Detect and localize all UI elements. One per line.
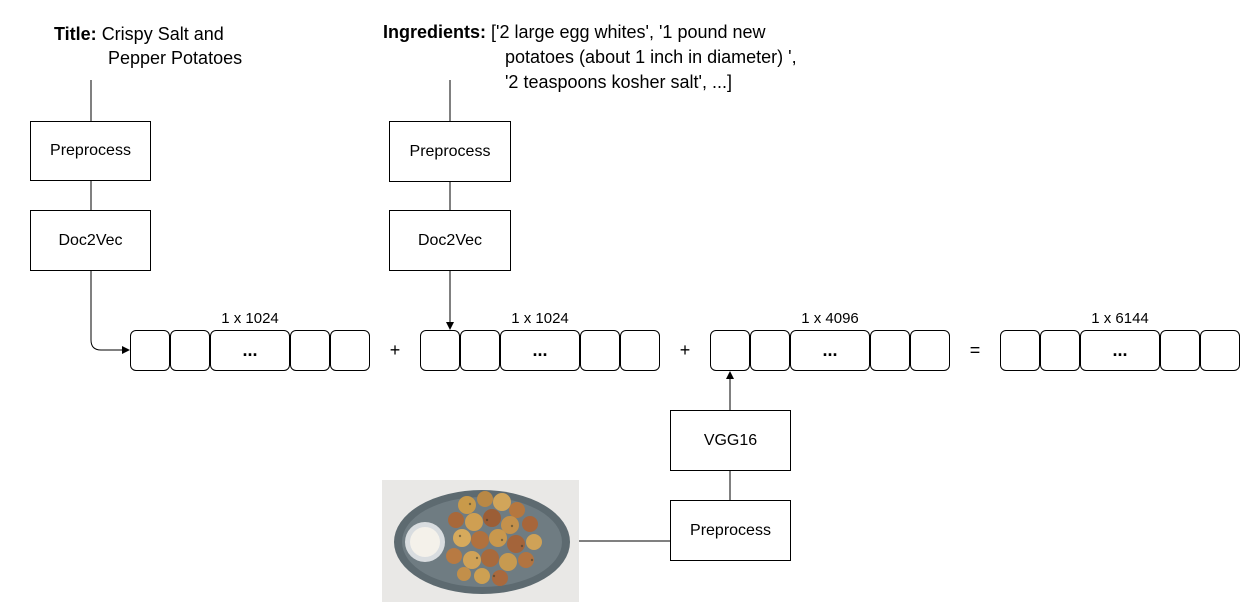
vector-cell bbox=[1160, 330, 1200, 371]
vector-3-dim: 1 x 4096 bbox=[801, 310, 859, 327]
ingredients-label: Ingredients: ['2 large egg whites', '1 p… bbox=[383, 20, 766, 44]
title-key: Title: bbox=[54, 24, 97, 44]
vector-cell bbox=[420, 330, 460, 371]
equals-operator: = bbox=[969, 340, 981, 360]
ingredients-doc2vec-box: Doc2Vec bbox=[389, 210, 511, 271]
title-text-line2: Pepper Potatoes bbox=[108, 48, 243, 68]
vector-2-dim: 1 x 1024 bbox=[511, 310, 569, 327]
vector-ellipsis: ... bbox=[500, 330, 580, 371]
ingredients-text-line1: ['2 large egg whites', '1 pound new bbox=[491, 22, 766, 42]
vector-ellipsis: ... bbox=[1080, 330, 1160, 371]
ingredients-preprocess-box: Preprocess bbox=[389, 121, 511, 182]
vector-ellipsis: ... bbox=[210, 330, 290, 371]
vector-4-dim: 1 x 6144 bbox=[1091, 310, 1149, 327]
title-doc2vec-box: Doc2Vec bbox=[30, 210, 151, 271]
plus-operator-2: + bbox=[679, 340, 691, 360]
ingredients-text-line2: potatoes (about 1 inch in diameter) ', bbox=[505, 47, 797, 67]
ingredients-text-line3: '2 teaspoons kosher salt', ...] bbox=[505, 72, 732, 92]
title-text-line1: Crispy Salt and bbox=[101, 24, 224, 44]
vector-cell bbox=[750, 330, 790, 371]
vector-cell bbox=[580, 330, 620, 371]
vector-1-dim: 1 x 1024 bbox=[221, 310, 279, 327]
ingredients-key: Ingredients: bbox=[383, 22, 487, 42]
potatoes-photo bbox=[382, 480, 579, 602]
combined-vector: ... bbox=[1000, 330, 1240, 371]
vector-cell bbox=[870, 330, 910, 371]
vector-cell bbox=[460, 330, 500, 371]
image-preprocess-box: Preprocess bbox=[670, 500, 791, 561]
vector-cell bbox=[1040, 330, 1080, 371]
vgg16-box: VGG16 bbox=[670, 410, 791, 471]
vector-cell bbox=[330, 330, 370, 371]
title-preprocess-box: Preprocess bbox=[30, 121, 151, 181]
vector-cell bbox=[1200, 330, 1240, 371]
title-vector: ... bbox=[130, 330, 370, 371]
vector-cell bbox=[290, 330, 330, 371]
image-vector: ... bbox=[710, 330, 950, 371]
plus-operator-1: + bbox=[389, 340, 401, 360]
vector-cell bbox=[1000, 330, 1040, 371]
vector-cell bbox=[710, 330, 750, 371]
vector-cell bbox=[130, 330, 170, 371]
ingredients-vector: ... bbox=[420, 330, 660, 371]
vector-cell bbox=[620, 330, 660, 371]
vector-ellipsis: ... bbox=[790, 330, 870, 371]
vector-cell bbox=[910, 330, 950, 371]
vector-cell bbox=[170, 330, 210, 371]
title-label: Title: Crispy Salt and bbox=[54, 22, 224, 46]
